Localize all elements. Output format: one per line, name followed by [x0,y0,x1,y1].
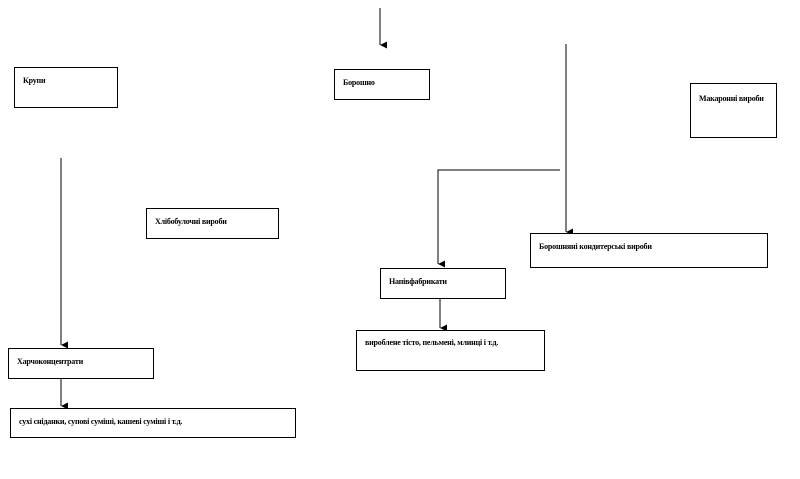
node-napivfabrykaty-label: Напівфабрикати [389,277,447,286]
node-napivfabrykaty-examples: вироблене тісто, пельмені, млинці і т.д. [356,330,545,371]
node-napivfabrykaty-examples-label: вироблене тісто, пельмені, млинці і т.д. [365,338,499,347]
node-kharchokontsentraty-examples-label: сухі сніданки, супові суміші, кашеві сум… [19,417,183,426]
node-boroshno: Борошно [334,69,430,100]
node-kharchokontsentraty: Харчоконцентрати [8,348,154,379]
node-krupy: Крупи [14,67,118,108]
node-khlibobulochni: Хлібобулочні вироби [146,208,279,239]
node-kharchokontsentraty-label: Харчоконцентрати [17,357,84,366]
node-makaronni: Макаронні вироби [690,83,777,138]
node-krupy-label: Крупи [23,76,46,85]
node-boroshniani-kondyterski: Борошняні кондитерські вироби [530,233,768,268]
node-napivfabrykaty: Напівфабрикати [380,268,506,299]
node-khlibobulochni-label: Хлібобулочні вироби [155,217,227,226]
node-boroshniani-kondyterski-label: Борошняні кондитерські вироби [539,242,652,251]
node-makaronni-label: Макаронні вироби [699,94,764,103]
node-kharchokontsentraty-examples: сухі сніданки, супові суміші, кашеві сум… [10,408,296,438]
arrow-to-napivfabrykaty [437,169,560,268]
node-boroshno-label: Борошно [343,78,375,87]
